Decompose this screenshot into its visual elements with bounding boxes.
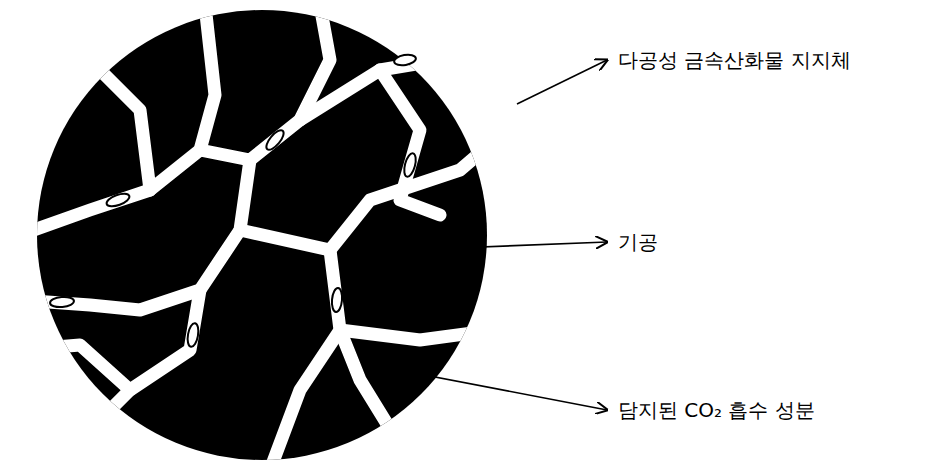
support-label: 다공성 금속산화물 지지체 [618,48,851,72]
leader-line [455,242,607,248]
co2-absorbent [50,53,418,348]
pore-label: 기공 [618,230,658,254]
leader-lines [362,60,607,410]
leader-line [362,363,607,410]
leader-line [517,60,607,104]
absorbent-label: 담지된 CO₂ 흡수 성분 [618,398,815,422]
pore-network [20,5,495,470]
